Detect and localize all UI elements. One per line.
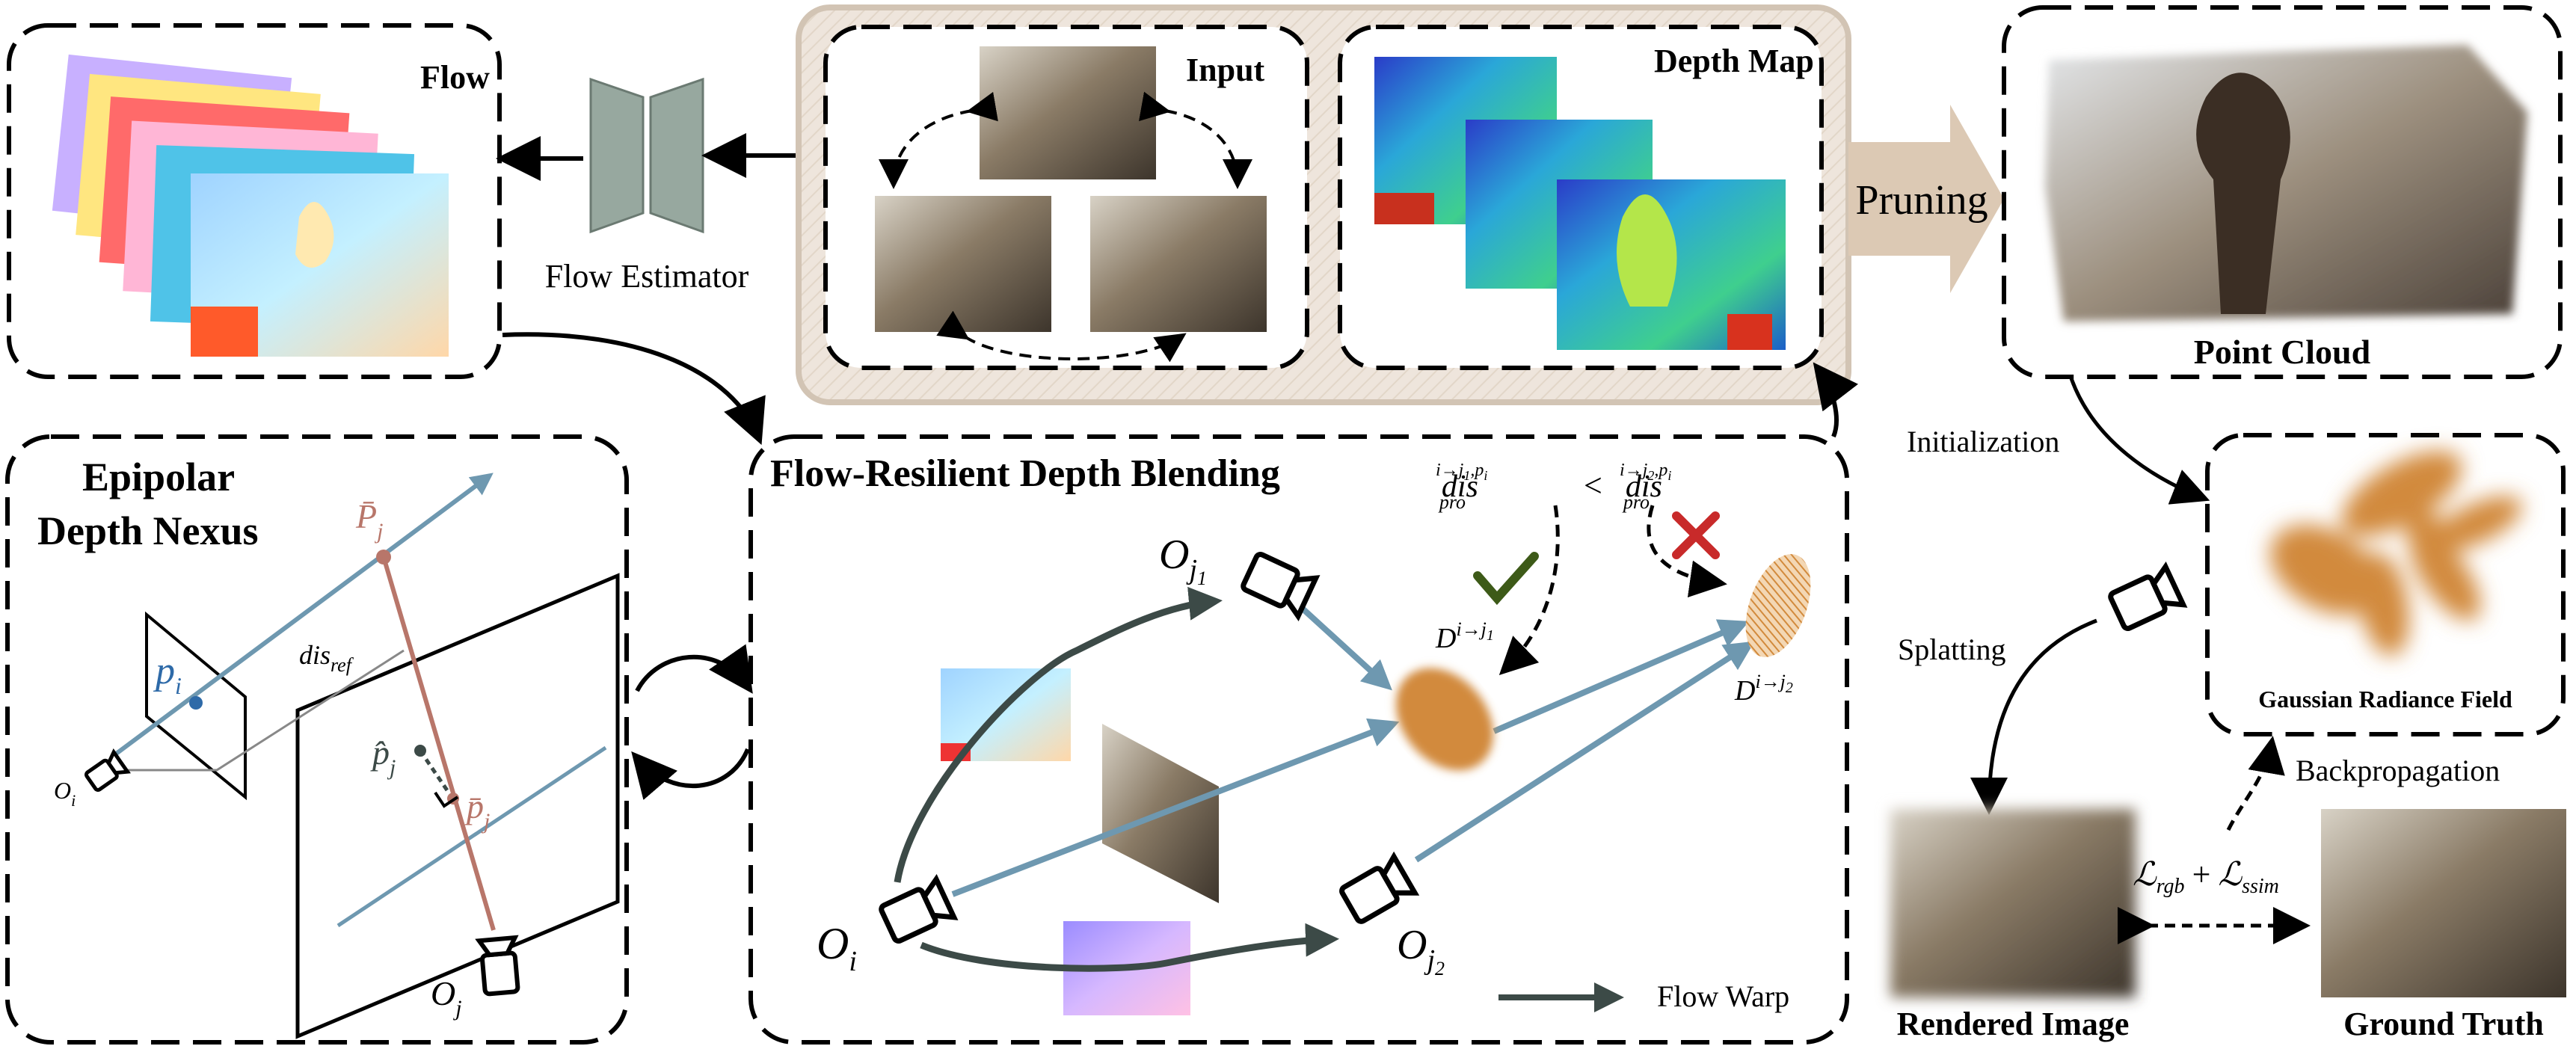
dashed-arrow-to-d1 (1498, 505, 1560, 675)
label-d-j2: Di→j2 (1734, 671, 1793, 707)
loss-label: ℒrgb+ℒssim (2133, 856, 2279, 898)
flow-to-blending-arrow (502, 332, 766, 446)
cycle-arrow-top (635, 644, 753, 694)
pruning-arrow: Pruning (1848, 105, 2004, 293)
source-ray (111, 473, 494, 759)
flow-estimator (589, 77, 704, 234)
initialization-label: Initialization (1907, 425, 2059, 458)
label-dis-left: disproi→j1,pi (1436, 461, 1487, 513)
point-cloud-image (2045, 45, 2527, 322)
epipolar-line (336, 745, 607, 928)
legend-flow-warp-label: Flow Warp (1657, 979, 1789, 1013)
backpropagation-label: Backpropagation (2296, 754, 2500, 787)
label-p-bar-j-small: p̄j (464, 787, 490, 834)
depth-map-panel-title: Depth Map (1654, 43, 1814, 79)
label-dis-right: disproi→j2,pi (1620, 461, 1671, 513)
dashed-arrow-to-d2 (1647, 505, 1727, 598)
label-d-j1: Di→j1 (1435, 618, 1494, 654)
source-image-plane (145, 611, 247, 801)
label-less-than: < (1584, 467, 1602, 504)
camera-o-i-icon-blending (879, 874, 959, 944)
camera-o-j2-icon (1339, 851, 1420, 924)
ray-d1-to-d2 (1493, 619, 1750, 734)
camera-o-j-icon (475, 935, 520, 997)
epipolar-title-line1: Epipolar (82, 455, 235, 499)
point-cloud-panel: Point Cloud (2002, 5, 2563, 379)
flow-warp-arrow-down (920, 923, 1339, 972)
splatting-label: Splatting (1898, 633, 2005, 666)
point-p-i (189, 696, 203, 710)
ray-oi-to-d1 (951, 718, 1400, 897)
blending-to-depth-arrow (1813, 362, 1859, 438)
gaussian-panel: Gaussian Radiance Field (2205, 433, 2566, 736)
point-cloud-title: Point Cloud (2194, 333, 2371, 371)
splatting-camera-icon (2108, 562, 2188, 631)
label-p-i: pi (153, 650, 182, 699)
flow-estimator-label: Flow Estimator (545, 258, 749, 295)
backpropagation-arrow (2226, 736, 2285, 831)
gaussian-d-j2 (1745, 554, 1811, 657)
target-image-plane (295, 573, 620, 1039)
cross-icon (1672, 511, 1720, 559)
gaussian-panel-title: Gaussian Radiance Field (2258, 686, 2512, 713)
initialization-arrow (2069, 378, 2210, 505)
label-P-bar-j: P̄j (355, 497, 383, 544)
label-o-j: Oj (431, 974, 462, 1021)
gaussian-blobs (2270, 451, 2522, 656)
rendered-image (1890, 809, 2136, 997)
cycle-arrow-bottom (631, 748, 750, 800)
input-panel: Input (823, 25, 1309, 370)
check-icon (1473, 552, 1539, 606)
input-panel-title: Input (1186, 52, 1265, 88)
camera-o-i-icon (84, 748, 131, 793)
rendered-image-label: Rendered Image (1897, 1006, 2130, 1042)
flow-image-stack (52, 54, 449, 357)
input-image-right (1090, 196, 1267, 332)
ray-oj1-to-d1 (1300, 606, 1392, 691)
input-image-left (875, 196, 1051, 332)
point-P-bar-j (376, 550, 391, 565)
blending-panel: Flow-Resilient Depth Blending (748, 434, 1849, 1045)
flow-warp-arrow-up (894, 586, 1223, 883)
label-o-j1: Oj1 (1159, 532, 1207, 589)
flow-panel: Flow (7, 23, 502, 379)
dis-ref-bracket (120, 649, 405, 772)
label-o-i-small: Oi (54, 777, 76, 810)
gaussian-d-j1 (1395, 668, 1494, 771)
target-ray (381, 556, 496, 931)
label-dis-ref: disref (299, 640, 354, 676)
ray-oj2-to-d2 (1414, 641, 1755, 863)
label-p-hat-j: p̂j (370, 733, 396, 780)
splatting-arrow (1970, 618, 2097, 815)
camera-o-j1-icon (1241, 552, 1321, 621)
depth-map-panel: Depth Map (1338, 25, 1824, 370)
label-o-i-blending: Oi (817, 919, 857, 977)
pruning-label: Pruning (1855, 177, 1988, 224)
ground-truth-image (2321, 809, 2566, 997)
epipolar-panel: Epipolar Depth Nexus P̄j pi (5, 434, 629, 1045)
epipolar-title-line2: Depth Nexus (37, 508, 259, 553)
label-o-j2: Oj2 (1397, 922, 1445, 979)
flow-panel-title: Flow (420, 59, 490, 96)
input-image-top (980, 46, 1156, 179)
blending-title: Flow-Resilient Depth Blending (770, 452, 1280, 495)
ground-truth-label: Ground Truth (2343, 1006, 2544, 1042)
